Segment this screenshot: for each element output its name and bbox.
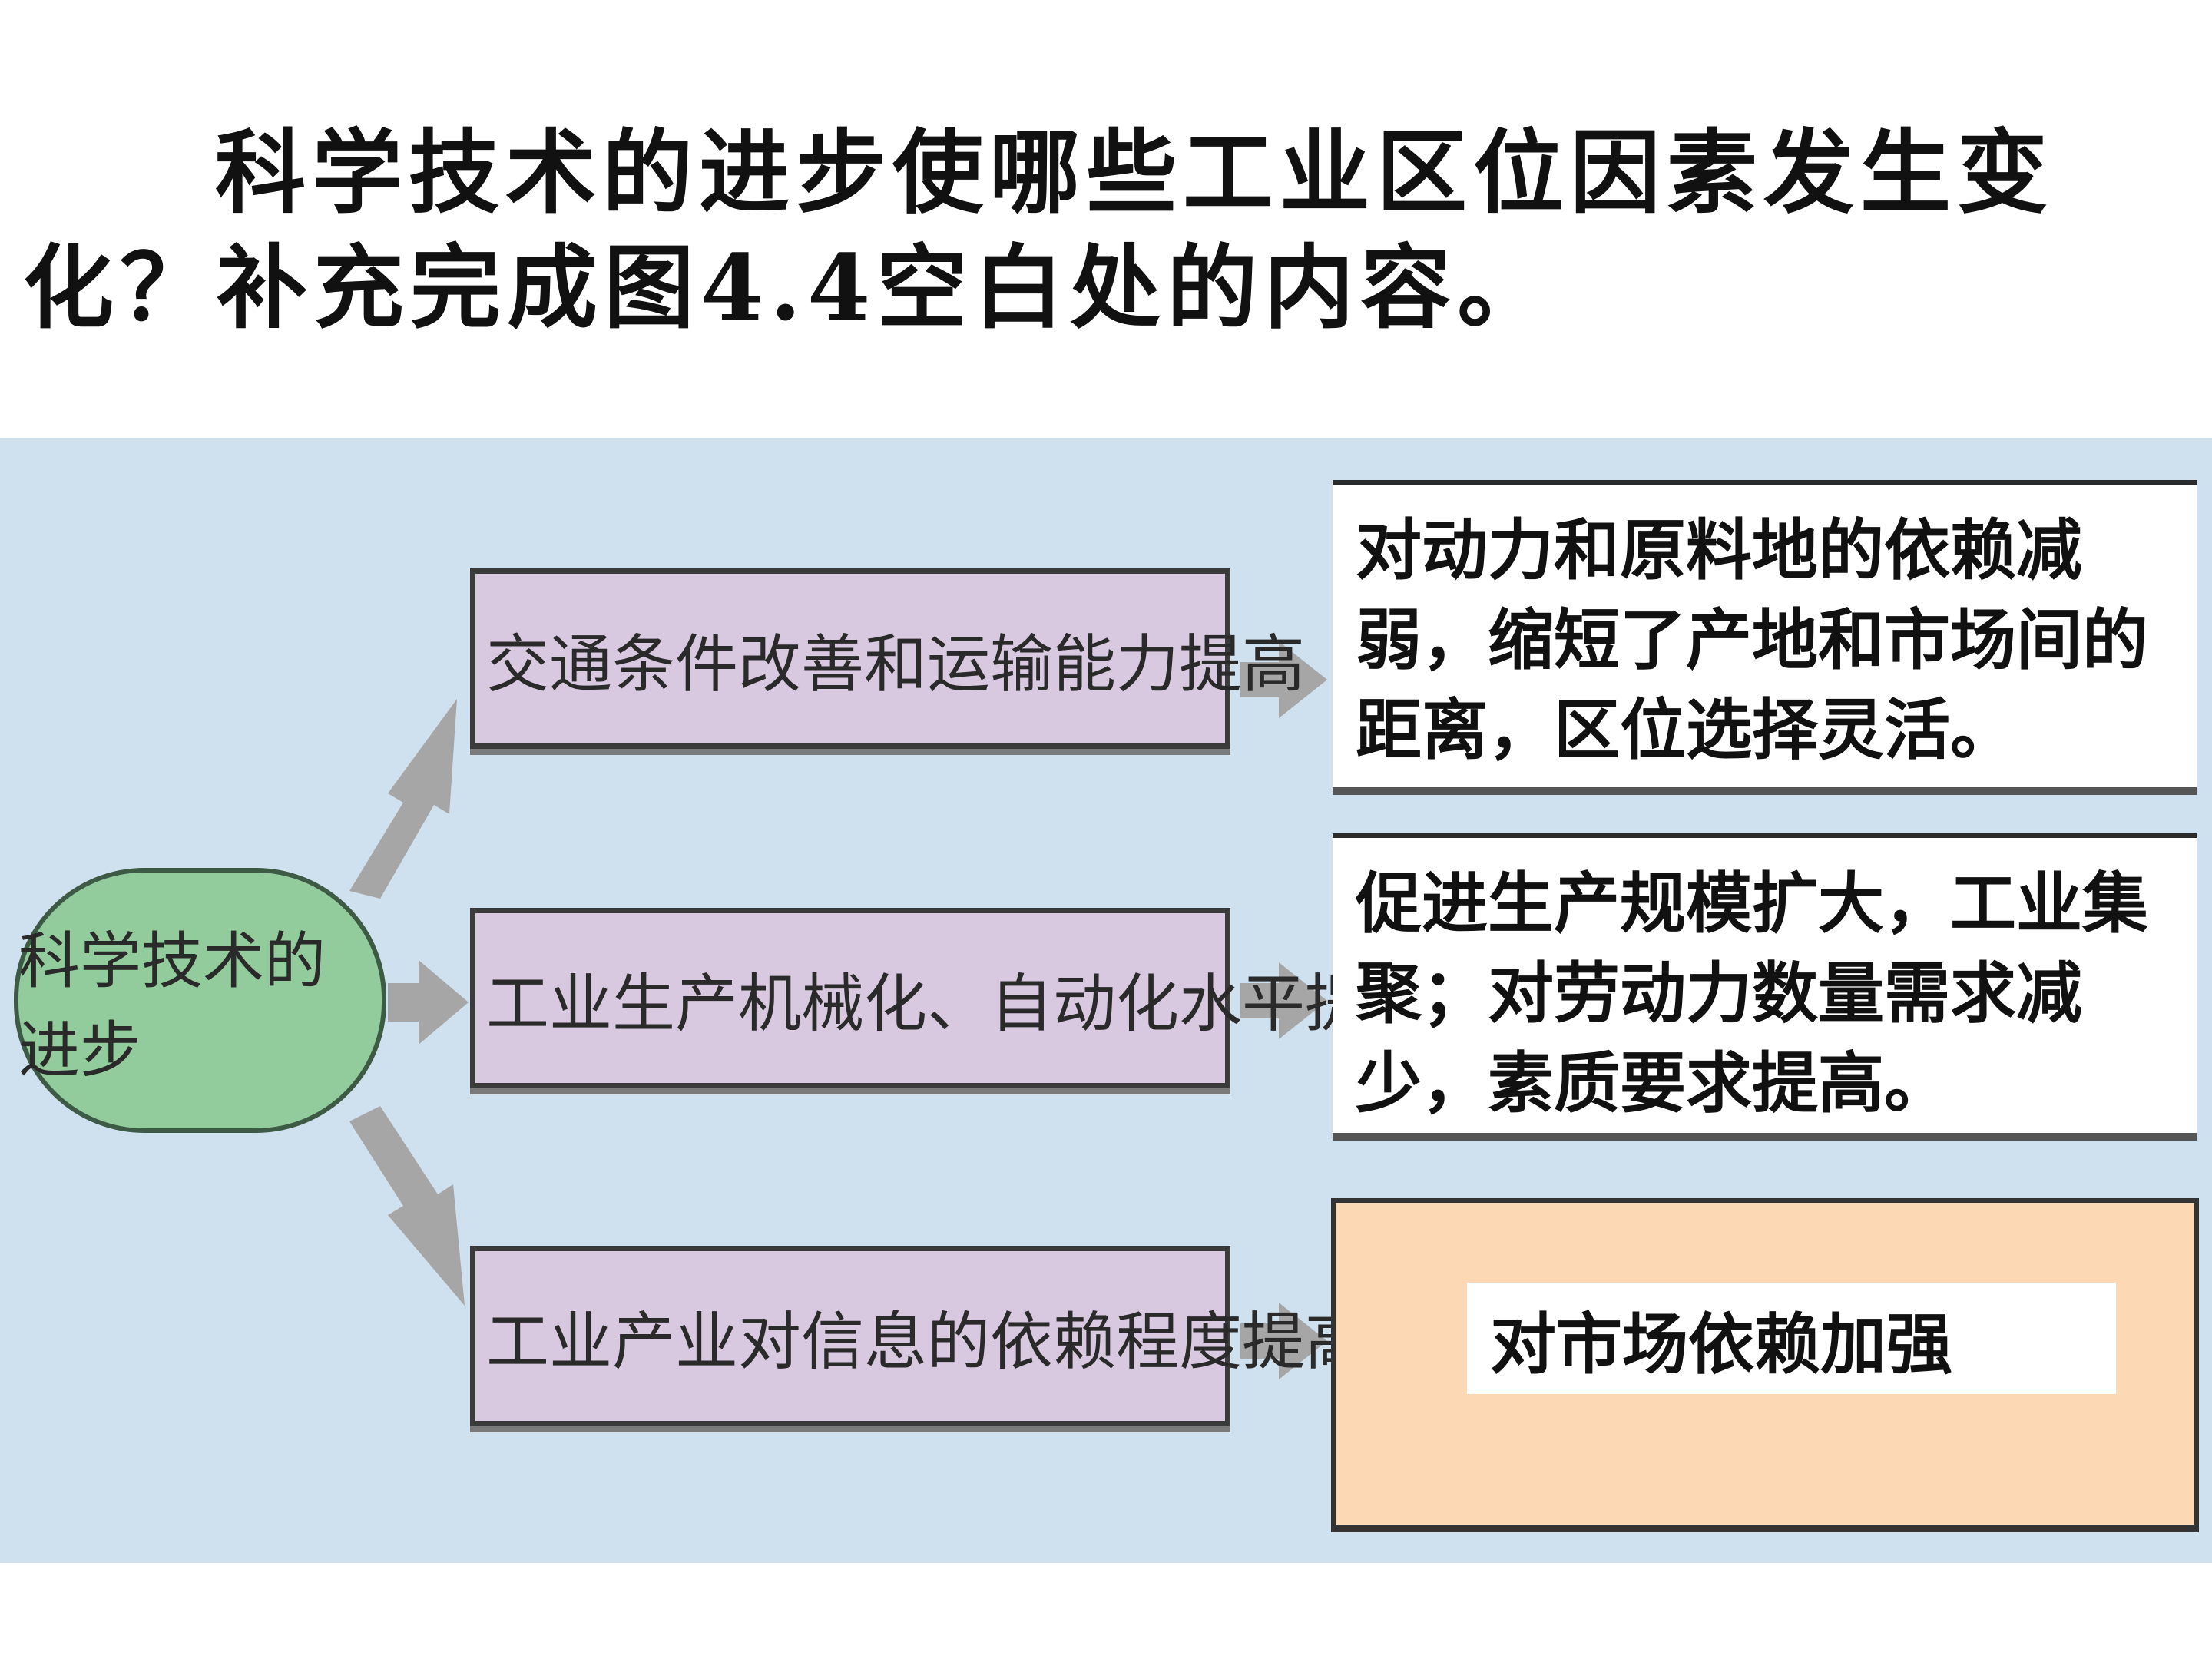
- factor-box-automation: 工业生产机械化、自动化水平提高: [470, 908, 1431, 1088]
- question-line-2: 化？补充完成图4.4空白处的内容。: [23, 234, 1555, 341]
- arrow-to-answer-3: [1240, 1303, 1327, 1379]
- arrow-to-answer-2: [1240, 962, 1327, 1039]
- question-line-1: 科学技术的进步使哪些工业区位因素发生变: [215, 119, 2055, 226]
- question-text: 科学技术的进步使哪些工业区位因素发生变化？补充完成图4.4空白处的内容。: [23, 115, 2174, 346]
- answer-box-1: 对动力和原料地的依赖减弱，缩短了产地和市场间的距离，区位选择灵活。: [1333, 480, 2197, 795]
- diagram-panel: 科学技术的进步 交通条件改善和运输能力提高 工业生产机械化、自动化水平提高 工业…: [0, 438, 2212, 1563]
- factor-box-transport: 交通条件改善和运输能力提高: [470, 568, 1305, 749]
- arrow-branch-top: [349, 699, 457, 899]
- diagram-arrows: [349, 641, 1327, 1379]
- answer-box-2: 促进生产规模扩大，工业集聚；对劳动力数量需求减少，素质要求提高。: [1333, 833, 2197, 1141]
- center-node: 科学技术的进步: [14, 868, 386, 1133]
- arrow-branch-bottom: [349, 1106, 465, 1306]
- arrow-branch-middle: [388, 960, 469, 1045]
- arrow-to-answer-1: [1240, 641, 1327, 718]
- factor-box-information: 工业产业对信息的依赖程度提高: [470, 1246, 1368, 1426]
- answer-box-3-text: 对市场依赖加强: [1467, 1283, 2116, 1394]
